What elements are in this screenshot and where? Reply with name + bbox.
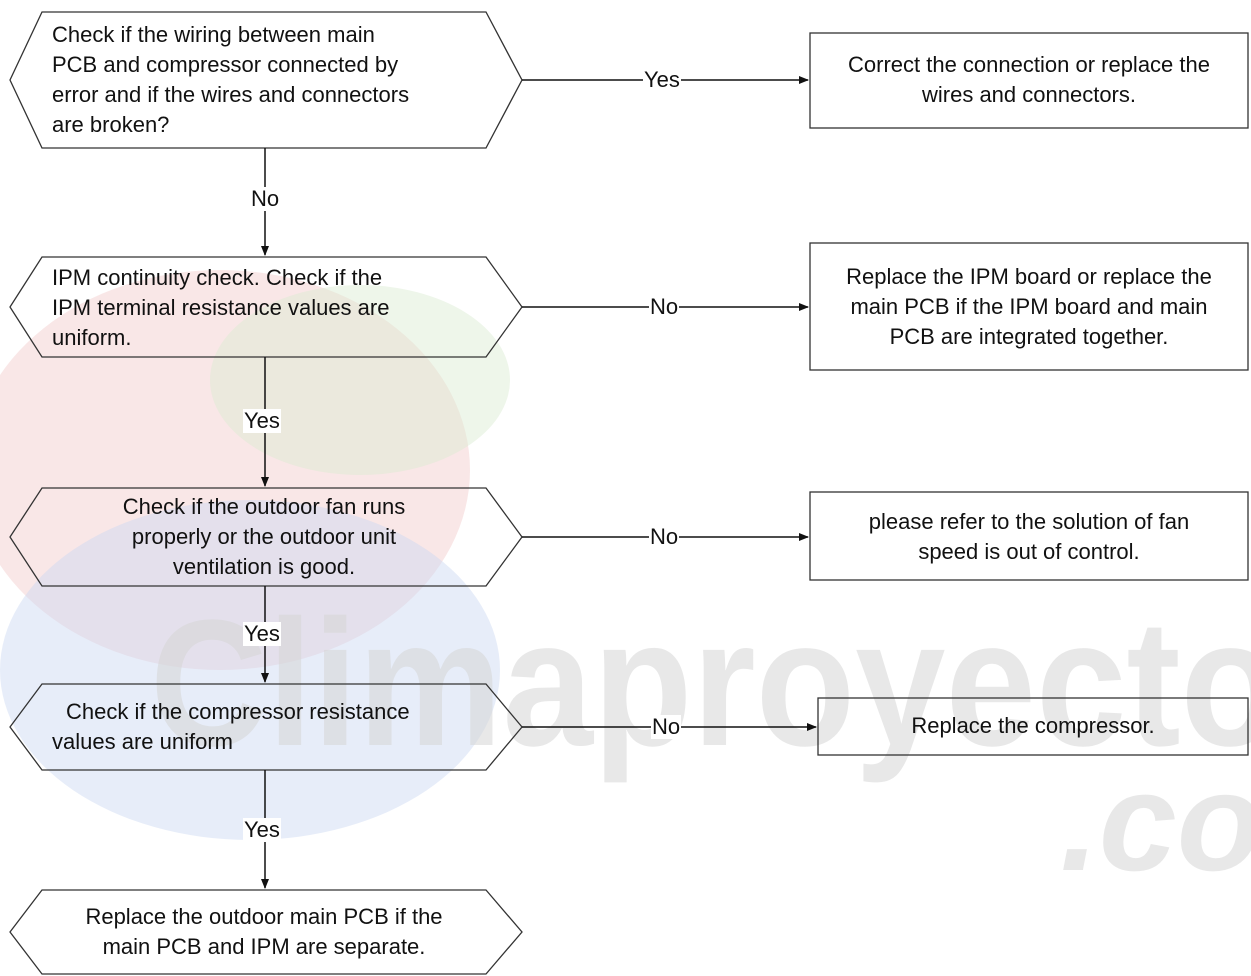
decision-compressor-line-1: Check if the compressor resistance bbox=[66, 699, 410, 724]
action-replace-ipm-line-1: Replace the IPM board or replace the bbox=[846, 264, 1212, 289]
edge-label-e7: No bbox=[651, 714, 682, 739]
watermark-ellipse-red bbox=[0, 270, 470, 670]
decision-replace-pcb-line-2: main PCB and IPM are separate. bbox=[102, 934, 426, 959]
action-shape-correct bbox=[809, 32, 1249, 129]
decision-wiring-line-4: are broken? bbox=[52, 112, 170, 137]
action-correct-text: Correct the connection or replace the wi… bbox=[810, 50, 1248, 110]
action-fan-speed-text: please refer to the solution of fan spee… bbox=[810, 507, 1248, 567]
edge-label-e1: Yes bbox=[643, 67, 681, 92]
decision-ipm-text: IPM continuity check. Check if the IPM t… bbox=[52, 263, 389, 353]
action-replace-ipm-text: Replace the IPM board or replace the mai… bbox=[810, 262, 1248, 352]
decision-fan-line-1: Check if the outdoor fan runs bbox=[122, 494, 406, 519]
edge-label-e6: Yes bbox=[243, 621, 281, 646]
action-replace-compressor-line-1: Replace the compressor. bbox=[911, 713, 1155, 738]
edge-label-e2: No bbox=[250, 186, 281, 211]
action-shape-replace-ipm bbox=[809, 242, 1249, 371]
edge-label-e5: No bbox=[649, 524, 680, 549]
action-fan-speed-line-1: please refer to the solution of fan bbox=[868, 509, 1190, 534]
decision-fan-text: Check if the outdoor fan runs properly o… bbox=[42, 492, 486, 582]
decision-shape-wiring bbox=[9, 11, 523, 149]
decision-compressor-line-2: values are uniform bbox=[52, 729, 233, 754]
decision-ipm-line-1: IPM continuity check. Check if the bbox=[52, 265, 383, 290]
watermark-ellipse-green bbox=[210, 285, 510, 475]
decision-ipm-line-2: IPM terminal resistance values are bbox=[52, 295, 390, 320]
decision-wiring-line-2: PCB and compressor connected by bbox=[52, 52, 399, 77]
decision-wiring-line-3: error and if the wires and connectors bbox=[52, 82, 410, 107]
decision-fan-line-3: ventilation is good. bbox=[172, 554, 356, 579]
decision-shape-replace-pcb bbox=[9, 889, 523, 975]
decision-fan-line-2: properly or the outdoor unit bbox=[131, 524, 397, 549]
action-replace-ipm-line-3: PCB are integrated together. bbox=[889, 324, 1169, 349]
decision-shape-ipm bbox=[9, 256, 523, 358]
watermark-suffix: .co bbox=[1060, 743, 1251, 900]
action-correct-line-1: Correct the connection or replace the bbox=[848, 52, 1210, 77]
action-replace-ipm-line-2: main PCB if the IPM board and main bbox=[850, 294, 1208, 319]
decision-ipm-line-3: uniform. bbox=[52, 325, 132, 350]
edge-label-e3: No bbox=[649, 294, 680, 319]
decision-compressor-text: Check if the compressor resistance value… bbox=[52, 697, 410, 757]
edge-label-e8: Yes bbox=[243, 817, 281, 842]
edge-label-e4: Yes bbox=[243, 408, 281, 433]
action-shape-fan-speed bbox=[809, 491, 1249, 581]
action-shape-replace-compressor bbox=[817, 697, 1249, 756]
decision-wiring-text: Check if the wiring between main PCB and… bbox=[52, 20, 409, 140]
watermark-ellipse-blue bbox=[0, 500, 500, 840]
decision-shape-compressor bbox=[9, 683, 523, 771]
decision-replace-pcb-text: Replace the outdoor main PCB if the main… bbox=[42, 902, 486, 962]
action-correct-line-2: wires and connectors. bbox=[922, 82, 1136, 107]
decision-wiring-line-1: Check if the wiring between main bbox=[52, 22, 375, 47]
action-replace-compressor-text: Replace the compressor. bbox=[818, 711, 1248, 741]
decision-shape-fan bbox=[9, 487, 523, 587]
decision-replace-pcb-line-1: Replace the outdoor main PCB if the bbox=[85, 904, 443, 929]
action-fan-speed-line-2: speed is out of control. bbox=[918, 539, 1140, 564]
